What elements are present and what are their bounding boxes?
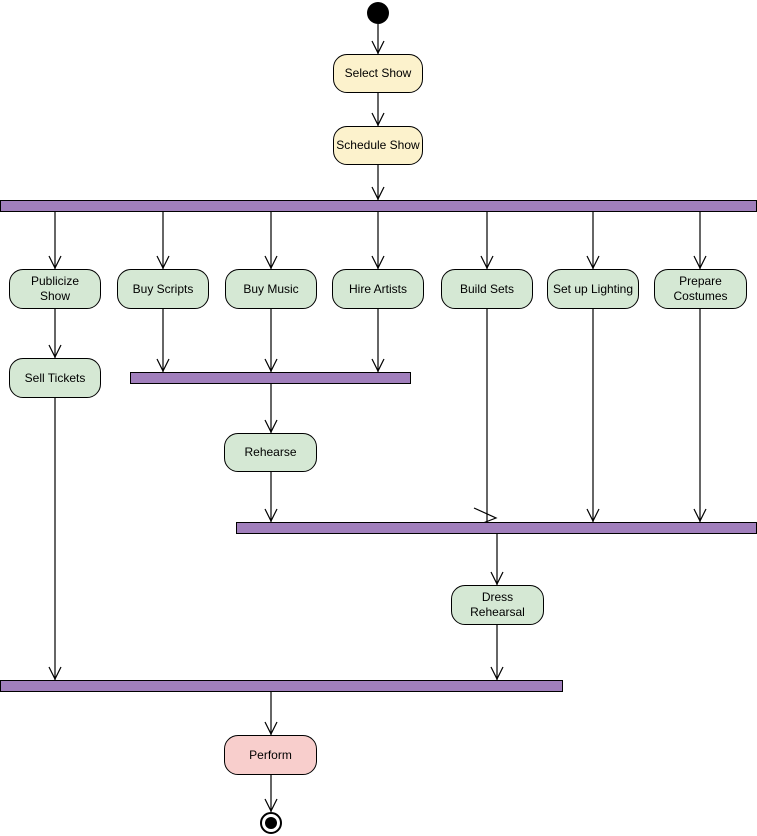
arrowhead-icon [371,255,385,270]
arrowhead-icon [693,255,707,270]
arrowhead-icon [48,255,62,270]
edge-activity-publicize-show-to-activity-sell-tickets [48,309,62,359]
edge-activity-prepare-costumes-to-join-bar-2 [693,309,707,523]
activity-label: Hire Artists [348,281,407,296]
arrowhead-icon [264,508,278,523]
arrowhead-icon [371,358,385,373]
edge-fork-bar-to-activity-prepare-costumes [693,212,707,270]
edge-join-bar-3-to-activity-perform [264,692,278,736]
final-node[interactable] [260,812,282,834]
activity-select-show[interactable]: Select Show [333,54,423,93]
join-bar-2[interactable] [236,522,757,534]
activity-label: Publicize Show [30,274,80,303]
activity-hire-artists[interactable]: Hire Artists [332,269,424,309]
activity-publicize-show[interactable]: Publicize Show [9,269,101,309]
edge-activity-sell-tickets-to-join-bar-3 [48,398,62,681]
activity-buy-music[interactable]: Buy Music [225,269,317,309]
activity-label: Sell Tickets [24,370,86,385]
activity-label: Build Sets [459,281,515,296]
edge-activity-build-sets-to-join-bar-2 [469,309,498,529]
join-bar-3[interactable] [0,680,563,692]
edge-join-bar-2-to-activity-dress-rehearsal [490,534,504,586]
edge-fork-bar-to-activity-buy-music [264,212,278,270]
edge-fork-bar-to-activity-hire-artists [371,212,385,270]
arrowhead-icon [586,508,600,523]
arrowhead-icon [371,40,385,55]
arrowhead-icon [156,358,170,373]
arrowhead-icon [371,186,385,201]
arrowhead-icon [693,508,707,523]
activity-sell-tickets[interactable]: Sell Tickets [9,358,101,398]
edge-activity-dress-rehearsal-to-join-bar-3 [490,625,504,681]
edge-activity-schedule-show-to-fork-bar [371,165,385,201]
arrowhead-icon [156,255,170,270]
activity-label: Prepare Costumes [673,274,728,303]
edge-activity-perform-to-final-node [264,775,278,813]
arrowhead-icon [490,666,504,681]
edge-fork-bar-to-activity-buy-scripts [156,212,170,270]
activity-label: Select Show [344,66,412,80]
edge-activity-set-up-lighting-to-join-bar-2 [586,309,600,523]
activity-set-up-lighting[interactable]: Set up Lighting [547,269,639,309]
arrowhead-icon [264,358,278,373]
edge-initial-node-to-activity-select-show [371,24,385,55]
activity-label: Rehearse [244,445,297,459]
activity-dress-rehearsal[interactable]: Dress Rehearsal [451,585,544,625]
activity-build-sets[interactable]: Build Sets [441,269,533,309]
join-bar-1[interactable] [130,372,411,384]
activity-perform[interactable]: Perform [224,735,317,775]
activity-label: Set up Lighting [552,281,634,296]
activity-buy-scripts[interactable]: Buy Scripts [117,269,209,309]
activity-label: Buy Scripts [132,281,194,296]
edge-activity-buy-scripts-to-join-bar-1 [156,309,170,373]
final-node-dot [265,817,277,829]
fork-bar[interactable] [0,200,757,212]
edge-fork-bar-to-activity-publicize-show [48,212,62,270]
edge-activity-buy-music-to-join-bar-1 [264,309,278,373]
edge-activity-rehearse-to-join-bar-2 [264,472,278,523]
arrowhead-icon [264,721,278,736]
arrowhead-icon [264,798,278,813]
arrowhead-icon [586,255,600,270]
initial-node[interactable] [367,2,389,24]
activity-rehearse[interactable]: Rehearse [224,433,317,472]
edge-activity-hire-artists-to-join-bar-1 [371,309,385,373]
edge-activity-select-show-to-activity-schedule-show [371,93,385,127]
arrowhead-icon [48,666,62,681]
arrowhead-icon [371,112,385,127]
edge-fork-bar-to-activity-set-up-lighting [586,212,600,270]
activity-label: Buy Music [243,281,299,296]
arrowhead-icon [480,255,494,270]
activity-schedule-show[interactable]: Schedule Show [333,126,423,165]
activity-label: Dress Rehearsal [470,590,525,619]
arrowhead-icon [264,255,278,270]
edge-join-bar-1-to-activity-rehearse [264,384,278,434]
activity-prepare-costumes[interactable]: Prepare Costumes [654,269,747,309]
arrowhead-icon [264,419,278,434]
activity-label: Perform [249,747,292,762]
activity-label: Schedule Show [336,138,420,152]
arrowhead-icon [490,571,504,586]
arrowhead-icon [48,344,62,359]
edge-fork-bar-to-activity-build-sets [480,212,494,270]
